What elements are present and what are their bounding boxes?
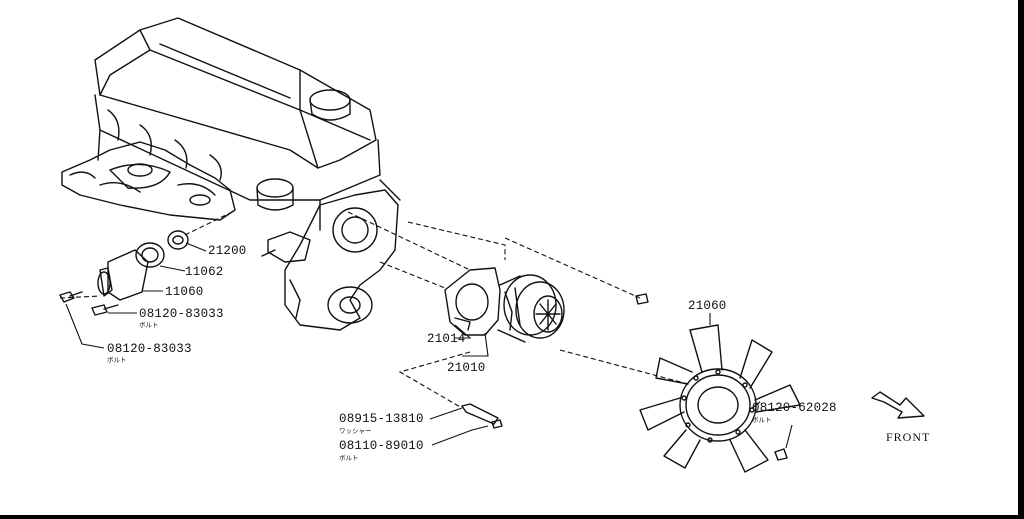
- part-label-11062: 11062: [185, 265, 224, 279]
- part-label-21200: 21200: [208, 244, 247, 258]
- part-label-11060: 11060: [165, 285, 204, 299]
- part-label-08120-83033-lower: 08120-83033: [107, 342, 192, 356]
- scan-border-bottom: [0, 515, 1024, 519]
- part-sub-label-bolt-lower: ボルト: [107, 356, 127, 364]
- cooling-fan: [639, 324, 801, 473]
- part-label-08120-83033-upper: 08120-83033: [139, 307, 224, 321]
- part-label-21010: 21010: [447, 361, 486, 375]
- part-sub-label-bolt-pump: ボルト: [339, 454, 359, 462]
- thermostat-assembly: [59, 230, 189, 316]
- part-sub-label-bolt-upper: ボルト: [139, 321, 159, 329]
- part-label-08110-89010: 08110-89010: [339, 439, 424, 453]
- scan-border-right: [1018, 0, 1024, 519]
- part-sub-label-bolt-fan: ボルト: [752, 416, 772, 424]
- part-label-08915-13810: 08915-13810: [339, 412, 424, 426]
- part-label-08120-62028: 08120-62028: [752, 401, 837, 415]
- engine-block: [61, 17, 401, 331]
- part-label-21060: 21060: [688, 299, 727, 313]
- front-direction-arrow-icon: [871, 391, 925, 419]
- water-pump: [444, 267, 565, 343]
- part-sub-label-washer: ワッシャー: [339, 427, 372, 435]
- part-label-21014: 21014: [427, 332, 466, 346]
- front-direction-label: FRONT: [886, 430, 931, 444]
